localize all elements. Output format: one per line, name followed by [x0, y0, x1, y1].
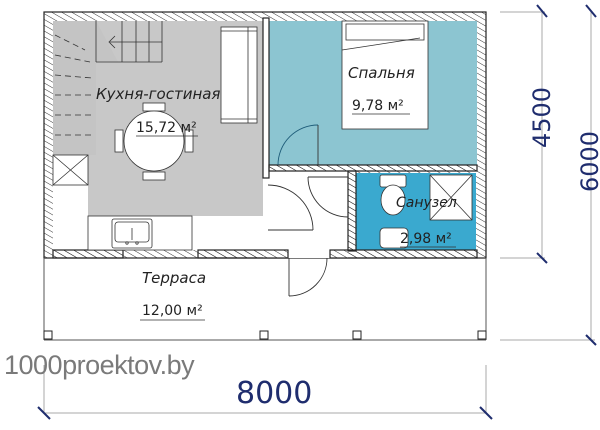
- stair-area: [53, 21, 118, 155]
- sofa: [220, 26, 258, 124]
- room-name-bedroom: Спальня: [348, 64, 415, 82]
- room-name-terrace: Терраса: [142, 269, 206, 287]
- room-name-kitchen: Кухня-гостиная: [96, 85, 220, 103]
- bathroom-fixtures: [379, 174, 473, 249]
- room-area-bedroom: 9,78 м²: [352, 98, 404, 114]
- room-area-kitchen: 15,72 м²: [136, 120, 197, 136]
- hall-floor: [263, 170, 348, 258]
- dining-table: [114, 102, 194, 181]
- dimension-ticks: [37, 4, 597, 420]
- room-area-terrace: 12,00 м²: [142, 303, 203, 319]
- interior-walls: [52, 17, 478, 259]
- dimension-lines: [43, 11, 595, 414]
- bed: [341, 20, 429, 130]
- dimension-6000: 6000: [576, 131, 600, 192]
- room-name-bathroom: Санузел: [396, 195, 457, 211]
- dimension-4500: 4500: [528, 87, 556, 148]
- room-area-bathroom: 2,98 м²: [400, 231, 452, 247]
- kitchen-counter: [87, 215, 193, 251]
- doors: [267, 124, 349, 297]
- watermark: 1000proektov.by: [4, 350, 195, 380]
- dimension-8000: 8000: [236, 376, 312, 411]
- staircase: [52, 21, 163, 186]
- terrace: [43, 258, 487, 341]
